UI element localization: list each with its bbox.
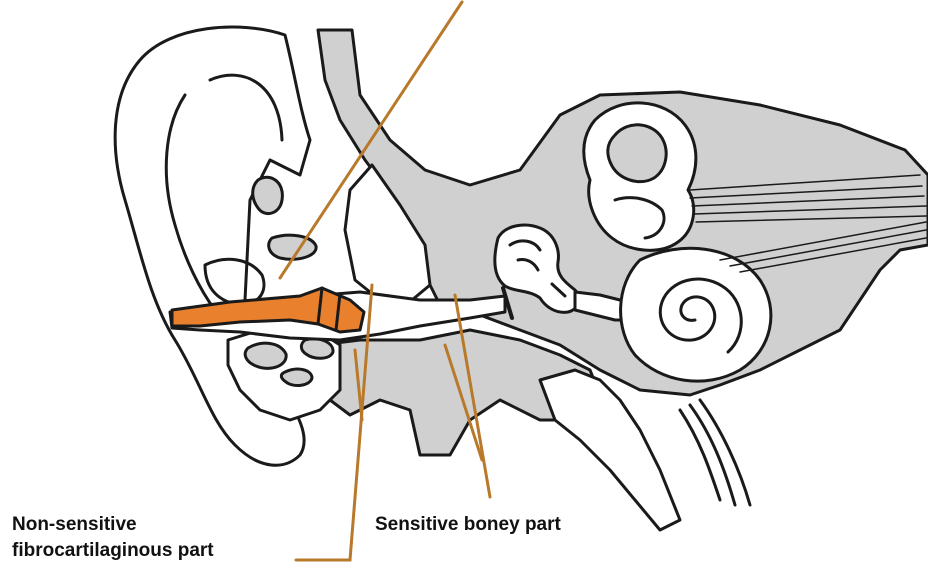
cochlea [621, 248, 771, 381]
cartilage-mid [269, 235, 316, 259]
canal-inner [608, 125, 666, 182]
eustachian-structure [540, 370, 680, 530]
eustachian-lines [680, 400, 750, 505]
label-non-sensitive-line2: fibrocartilaginous part [12, 538, 214, 564]
cartilage-upper [253, 177, 283, 213]
cartilage-lower-2 [301, 339, 333, 359]
label-non-sensitive-part: Non-sensitive fibrocartilaginous part [12, 512, 214, 564]
cartilage-lower-1 [245, 343, 286, 368]
label-non-sensitive-line1: Non-sensitive [12, 512, 214, 538]
label-sensitive-boney-part: Sensitive boney part [375, 512, 561, 538]
cartilage-lower-3 [281, 369, 312, 385]
